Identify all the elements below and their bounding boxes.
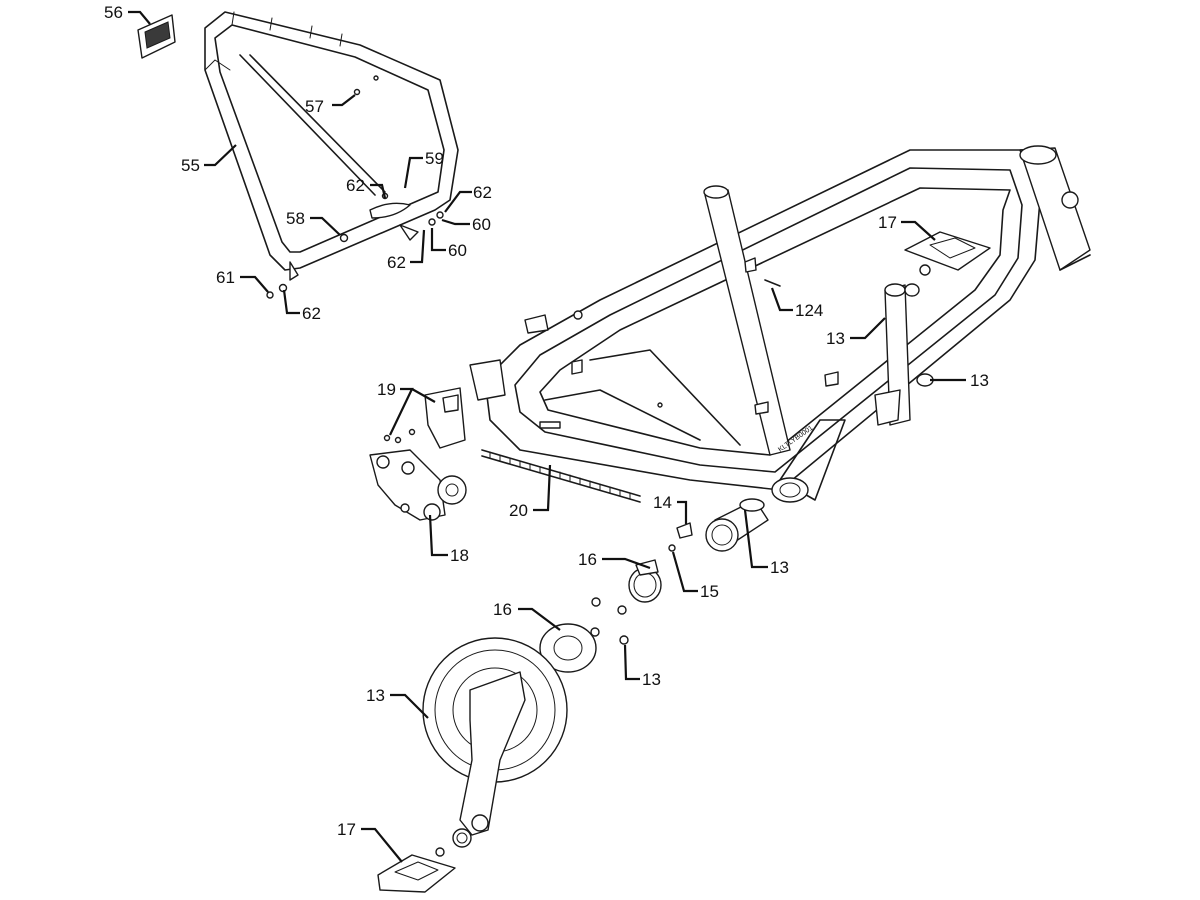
bike-frame: KLTLYB0001 xyxy=(469,145,1091,503)
callout-labels: 56 57 55 59 62 62 58 60 60 62 61 62 17 1… xyxy=(104,3,989,863)
kickstand-mount xyxy=(874,283,934,426)
callout-18: 18 xyxy=(450,546,469,565)
pin-124 xyxy=(764,279,781,287)
callout-60-lower: 60 xyxy=(448,241,467,260)
callout-14: 14 xyxy=(653,493,672,512)
callout-62-bottom: 62 xyxy=(302,304,321,323)
callout-58: 58 xyxy=(286,209,305,228)
callout-60-upper: 60 xyxy=(472,215,491,234)
bottom-bracket xyxy=(705,498,769,552)
callout-17-upper: 17 xyxy=(878,213,897,232)
pedal-right xyxy=(904,231,991,276)
chainring-bolts xyxy=(590,597,629,645)
callout-59: 59 xyxy=(425,149,444,168)
chain xyxy=(481,449,641,503)
rack-fasteners xyxy=(266,283,288,299)
callout-16-disc: 16 xyxy=(493,600,512,619)
callout-13-bolt: 13 xyxy=(642,670,661,689)
callout-62-top-left: 62 xyxy=(346,176,365,195)
callout-124: 124 xyxy=(795,301,823,320)
callout-57: 57 xyxy=(305,97,324,116)
callout-13-right: 13 xyxy=(970,371,989,390)
callout-13-chainring: 13 xyxy=(366,686,385,705)
callout-61: 61 xyxy=(216,268,235,287)
callout-19: 19 xyxy=(377,380,396,399)
speed-sensor-disc xyxy=(539,623,597,673)
chainring-crank xyxy=(422,637,568,848)
callout-17-lower: 17 xyxy=(337,820,356,839)
small-bracket xyxy=(668,522,693,552)
rear-rack xyxy=(204,11,459,281)
pedal-left xyxy=(377,847,456,893)
callout-62-middle: 62 xyxy=(387,253,406,272)
rear-derailleur xyxy=(369,449,467,521)
derailleur-hanger xyxy=(383,387,466,449)
callout-56: 56 xyxy=(104,3,123,22)
callout-13-bottom-bracket: 13 xyxy=(770,558,789,577)
callout-13-kickstand: 13 xyxy=(826,329,845,348)
callout-16-ring: 16 xyxy=(578,550,597,569)
callout-20: 20 xyxy=(509,501,528,520)
reflector-part xyxy=(137,14,176,59)
callout-62-top-right: 62 xyxy=(473,183,492,202)
callout-55: 55 xyxy=(181,156,200,175)
callout-15: 15 xyxy=(700,582,719,601)
